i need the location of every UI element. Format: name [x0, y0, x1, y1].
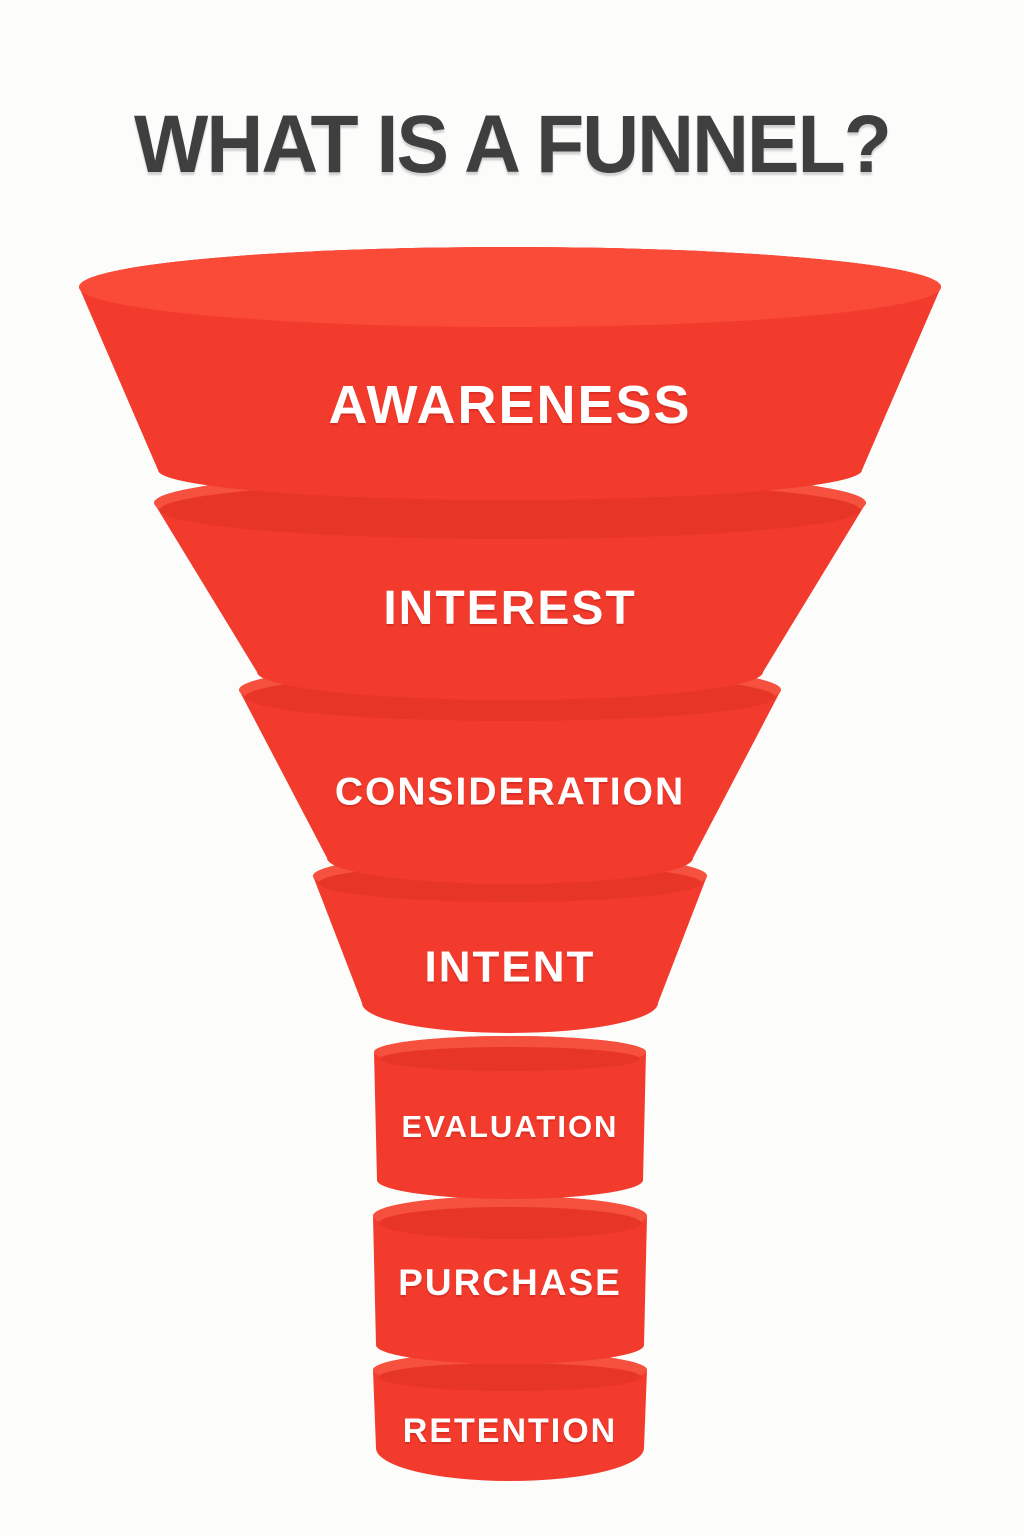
stage-label: EVALUATION [402, 1109, 619, 1144]
stage-top-face [379, 1207, 641, 1239]
stage-top-face [380, 1047, 640, 1071]
stage-body-shape [374, 1036, 646, 1199]
funnel-stage-retention: RETENTION [373, 1352, 647, 1481]
page-title: WHAT IS A FUNNEL? [134, 99, 892, 190]
stage-label: AWARENESS [328, 375, 691, 435]
stage-label: CONSIDERATION [335, 771, 685, 814]
funnel-stage-interest: INTEREST [154, 470, 866, 700]
stage-top-face [79, 247, 941, 327]
stage-top-face [379, 1363, 641, 1391]
stage-label: PURCHASE [398, 1262, 622, 1303]
funnel-stage-evaluation: EVALUATION [374, 1036, 646, 1199]
stage-label: INTEREST [383, 582, 636, 635]
funnel-stage-purchase: PURCHASE [373, 1196, 647, 1364]
funnel-stage-awareness: AWARENESS [79, 247, 941, 500]
stage-body-shape [373, 1196, 647, 1364]
stage-label: RETENTION [403, 1412, 617, 1450]
stage-label: INTENT [425, 942, 596, 991]
